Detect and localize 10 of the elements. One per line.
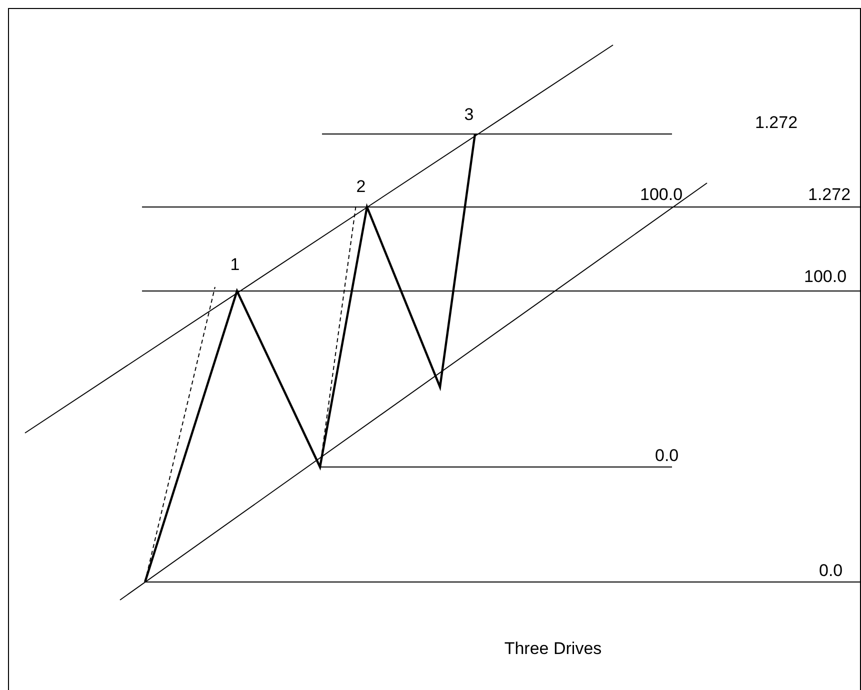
level-label: 0.0: [655, 447, 679, 464]
point-label: 3: [464, 106, 474, 123]
level-label: 100.0: [804, 268, 847, 285]
level-label: 0.0: [819, 562, 843, 579]
level-label: 1.272: [808, 186, 851, 203]
level-label: 1.272: [755, 114, 798, 131]
caption: Three Drives: [504, 640, 602, 657]
level-label: 100.0: [640, 186, 683, 203]
point-label: 1: [230, 256, 240, 273]
point-label: 2: [356, 178, 366, 195]
